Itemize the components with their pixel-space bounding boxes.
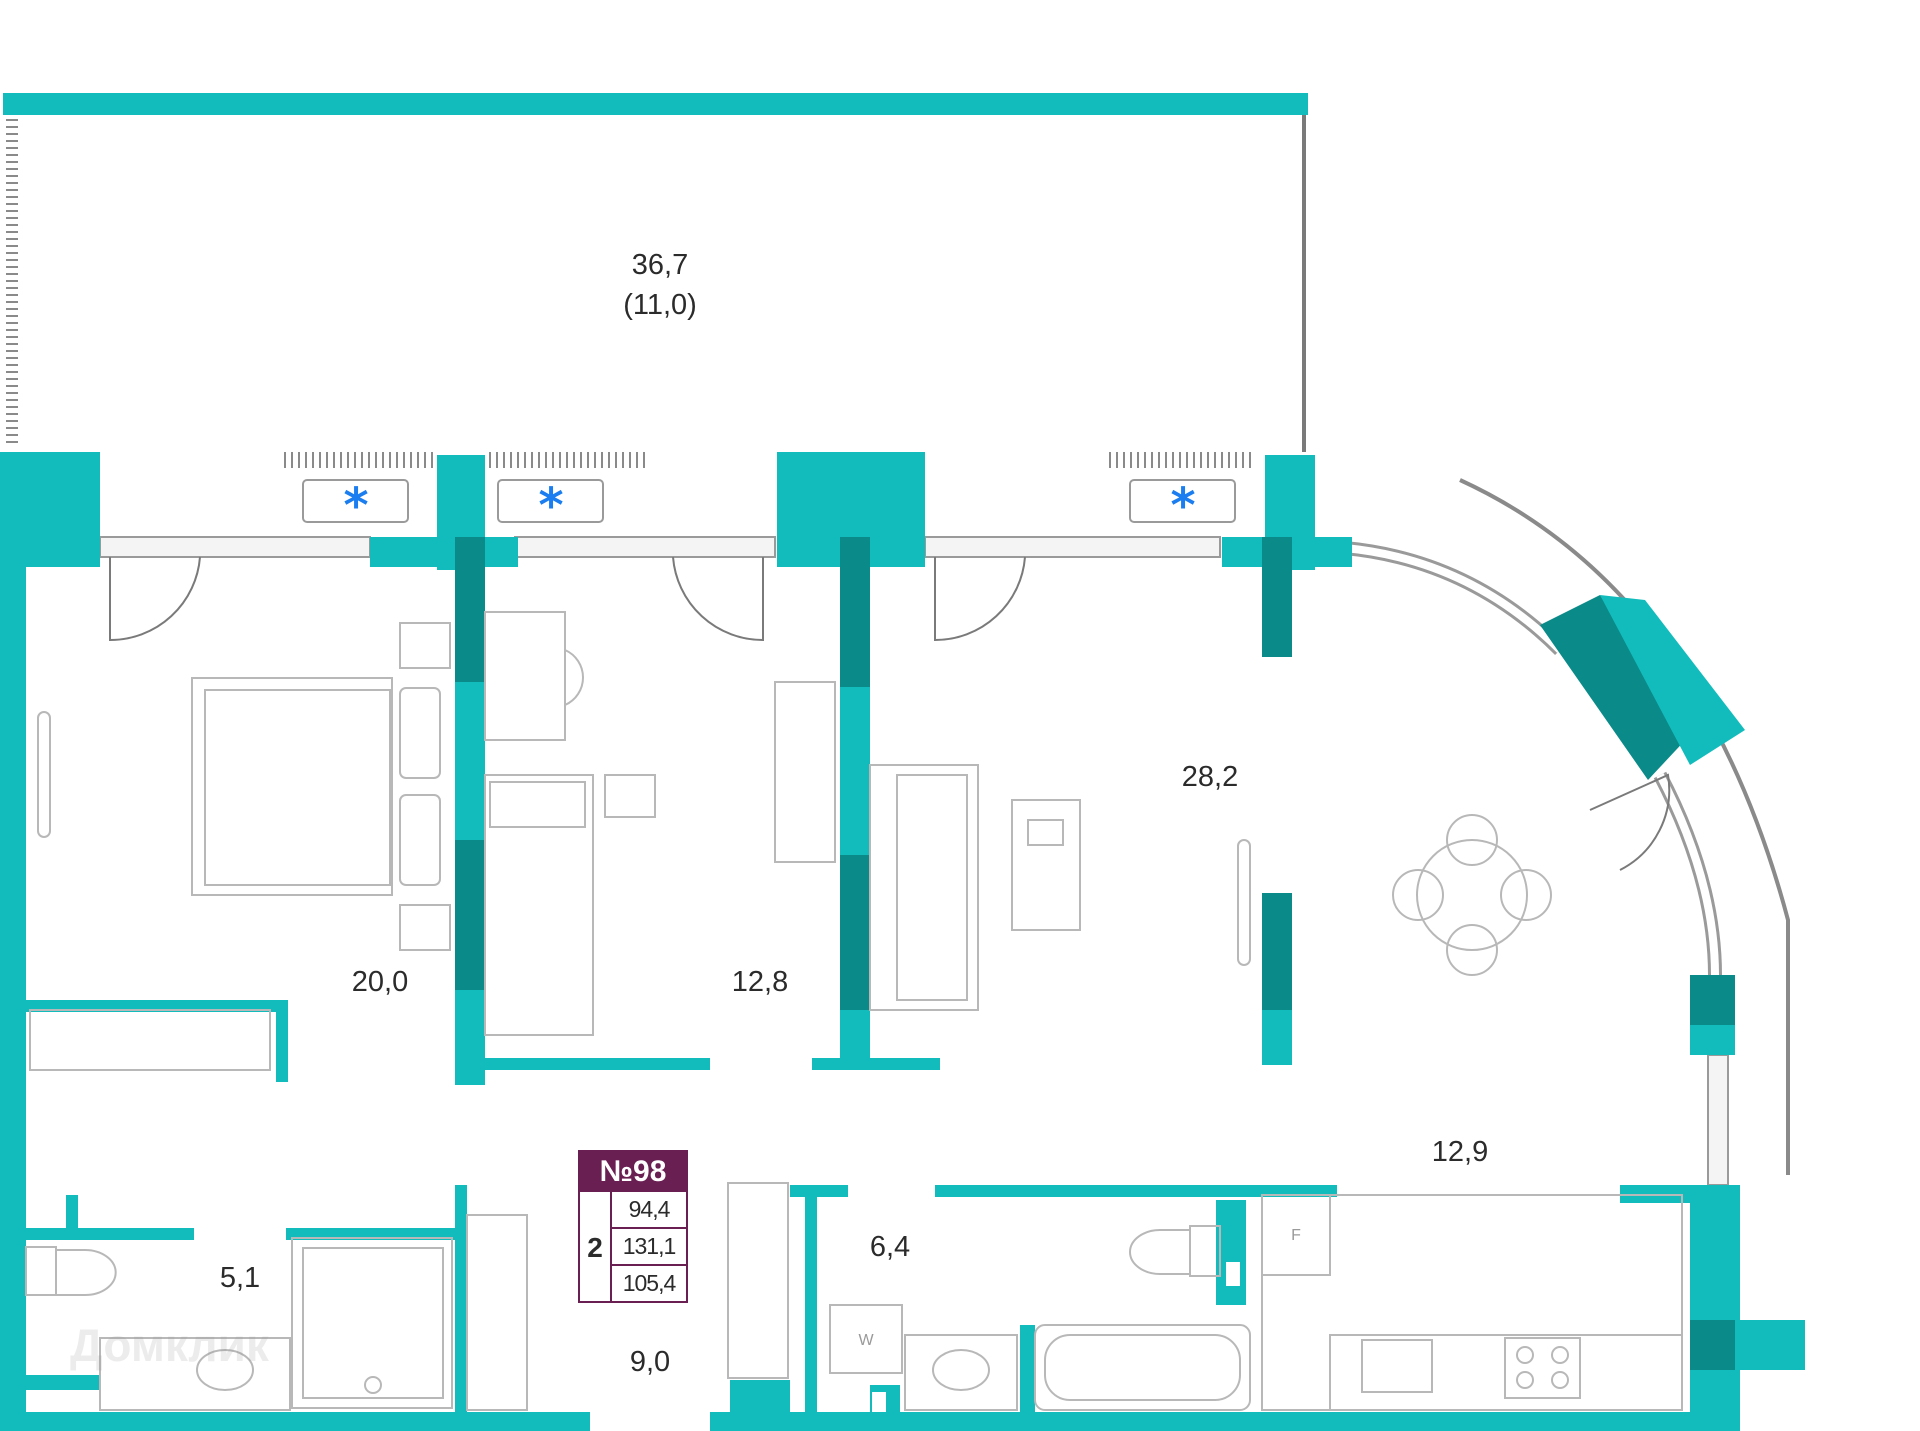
snowflake-icon: * xyxy=(1170,478,1195,534)
chair xyxy=(1446,924,1498,976)
watermark: Домклик xyxy=(70,1319,269,1371)
desk xyxy=(484,611,566,741)
bed xyxy=(191,677,393,896)
door-swing xyxy=(1589,773,1671,871)
terrace-left-railing xyxy=(6,119,18,443)
toilet-tank xyxy=(25,1246,57,1296)
chair xyxy=(564,649,585,706)
sink xyxy=(932,1349,990,1391)
rooms-count: 2 xyxy=(580,1192,612,1303)
kitchen-area: 12,9 xyxy=(1431,1136,1489,1168)
summary-value: 94,4 xyxy=(612,1192,686,1229)
kitchen-area-label: 12,9 xyxy=(1410,1132,1510,1172)
sink xyxy=(196,1349,254,1391)
wall-cutouts xyxy=(872,1262,1240,1412)
terrace-top-wall xyxy=(3,93,1308,115)
chair xyxy=(1446,814,1498,866)
vanity xyxy=(99,1337,291,1411)
area-summary: 94,4 131,1 105,4 xyxy=(612,1192,686,1303)
summary-value: 131,1 xyxy=(612,1229,686,1266)
wardrobe xyxy=(727,1182,789,1379)
toilet xyxy=(1129,1229,1191,1275)
tv-stand xyxy=(1237,839,1251,966)
doors xyxy=(109,556,1671,871)
terrace-area: 36,7 xyxy=(631,249,689,281)
window xyxy=(924,536,1221,558)
pillow xyxy=(399,794,441,886)
sofa xyxy=(869,764,979,1011)
bathtub xyxy=(1034,1324,1251,1411)
apartment-badge: №98 2 94,4 131,1 105,4 xyxy=(578,1150,688,1303)
terrace-area-reduced: (11,0) xyxy=(623,289,697,321)
bathroom-area-label: 6,4 xyxy=(840,1227,940,1267)
furniture xyxy=(25,611,1683,1411)
bedroom-area: 20,0 xyxy=(351,966,409,998)
wc-area-label: 5,1 xyxy=(190,1258,290,1298)
bedroom-area-label: 20,0 xyxy=(330,962,430,1002)
wardrobe xyxy=(774,681,836,863)
living-area-label: 28,2 xyxy=(1160,757,1260,797)
shower xyxy=(291,1237,453,1409)
door-swing xyxy=(672,556,764,642)
fridge-label: F xyxy=(1291,1227,1301,1244)
curved-window xyxy=(1344,478,1790,1186)
terrace-area-label: 36,7 (11,0) xyxy=(600,245,720,325)
door-swing xyxy=(934,556,1026,642)
washer-label: W xyxy=(858,1332,874,1349)
ac-units: * * * xyxy=(284,452,1251,534)
stove xyxy=(1504,1337,1581,1399)
walls-dark xyxy=(455,537,1735,1370)
ac-unit-box xyxy=(302,479,409,523)
ac-grille xyxy=(284,452,1251,468)
ac-unit-box xyxy=(1129,479,1236,523)
snowflake-icon: * xyxy=(343,478,368,534)
summary-value: 105,4 xyxy=(622,1270,677,1296)
snowflake-icon: * xyxy=(538,478,563,534)
toilet-tank xyxy=(1189,1225,1221,1277)
hall-area-label: 9,0 xyxy=(600,1342,700,1382)
living-area: 28,2 xyxy=(1181,761,1239,793)
wardrobe xyxy=(29,1009,271,1071)
toilet xyxy=(55,1249,117,1296)
wc-area: 5,1 xyxy=(219,1262,261,1294)
door-swing xyxy=(109,556,201,642)
nightstand xyxy=(399,904,451,951)
bed-single xyxy=(484,774,594,1036)
windows xyxy=(99,536,1221,558)
nightstand xyxy=(399,622,451,669)
vanity xyxy=(904,1334,1018,1411)
ac-unit-box xyxy=(497,479,604,523)
wardrobe xyxy=(466,1214,528,1411)
terrace xyxy=(3,93,1308,452)
washer xyxy=(829,1304,903,1374)
box xyxy=(604,774,656,818)
window xyxy=(514,536,776,558)
curved-wall xyxy=(1540,595,1690,780)
bathroom-area: 6,4 xyxy=(869,1231,911,1263)
kitchen-sink xyxy=(1361,1339,1433,1393)
room2-area: 12,8 xyxy=(731,966,789,998)
hall-area: 9,0 xyxy=(629,1346,671,1378)
kitchen-counter xyxy=(1261,1194,1683,1411)
dining-table xyxy=(1416,839,1528,951)
coffee-table xyxy=(1011,799,1081,931)
curved-wall xyxy=(1600,595,1745,765)
apartment-number: №98 xyxy=(580,1152,686,1192)
tv-stand xyxy=(37,711,51,838)
room2-area-label: 12,8 xyxy=(710,962,810,1002)
window xyxy=(99,536,371,558)
chair xyxy=(1392,869,1444,921)
chair xyxy=(1500,869,1552,921)
pillow xyxy=(399,687,441,779)
